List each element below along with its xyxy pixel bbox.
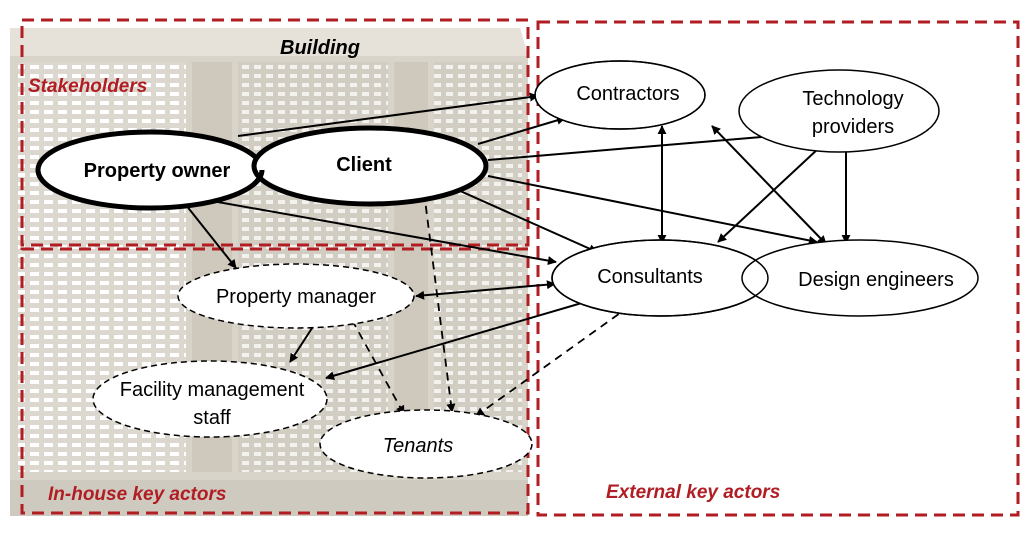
arrow-owner-contractors — [237, 92, 539, 137]
consultants-label: Consultants — [597, 266, 703, 288]
node-client — [251, 125, 489, 207]
arrow-client-tenants — [423, 191, 456, 413]
design-engineers-label: Design engineers — [798, 269, 954, 291]
node-design-engineers — [741, 239, 979, 317]
node-consultants-overlap — [551, 239, 769, 317]
facility-staff-label-line2: staff — [193, 407, 231, 429]
external-region — [536, 20, 1020, 517]
arrow-consultants-tenants — [475, 305, 631, 417]
arrow-client-contractors — [477, 116, 566, 145]
client-label: Client — [336, 154, 392, 176]
solid-arrows — [181, 92, 851, 381]
stakeholders-label: Stakeholders — [28, 76, 147, 97]
arrow-property-manager-facility-staff — [289, 321, 317, 363]
arrow-technology-consultants — [717, 133, 835, 243]
node-property-manager — [177, 263, 415, 329]
node-property-owner-overlap — [252, 169, 265, 186]
arrow-property-manager-tenants — [351, 319, 405, 415]
facility-staff-label-line1: Facility management — [120, 379, 305, 401]
external-label: External key actors — [606, 482, 780, 503]
in-house-region — [20, 247, 530, 515]
arrow-owner-property-manager — [181, 199, 237, 269]
stakeholders-region — [20, 18, 530, 247]
arrow-owner-consultants — [183, 195, 557, 266]
property-owner-label: Property owner — [84, 160, 231, 182]
tenants-label: Tenants — [383, 435, 453, 457]
arrow-client-consultants — [457, 189, 598, 253]
technology-providers-label-line1: Technology — [802, 88, 903, 110]
arrow-consultants-facility-staff — [325, 297, 593, 381]
dashed-arrows — [351, 191, 631, 417]
node-facility-staff — [92, 360, 328, 438]
building-label: Building — [280, 37, 360, 59]
node-tenants — [319, 409, 533, 479]
technology-providers-label-line2: providers — [812, 116, 894, 138]
in-house-label: In-house key actors — [48, 484, 226, 505]
node-technology-providers — [738, 69, 940, 153]
property-manager-label: Property manager — [216, 286, 376, 308]
contractors-label: Contractors — [576, 83, 679, 105]
node-contractors-overlap — [534, 60, 706, 130]
arrow-consultants-property-manager — [415, 280, 556, 300]
